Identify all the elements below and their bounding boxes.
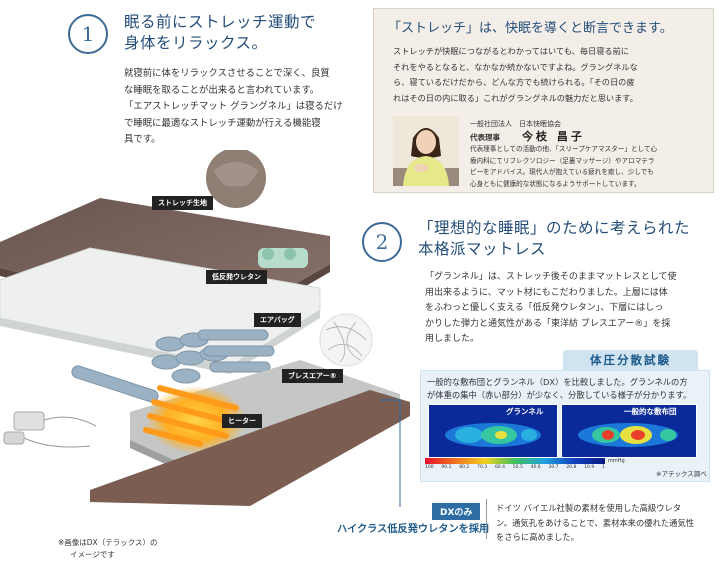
heater-coils (143, 385, 239, 447)
pressure-map-futon (561, 404, 697, 458)
expert-photo (393, 116, 459, 186)
expert-role: 代表理事 (470, 133, 500, 142)
pressure-scale-labels: 100 90.1 80.2 70.3 60.4 50.5 40.6 30.7 2… (425, 465, 605, 470)
dx-description: ドイツ バイエル社製の素材を使用した高級ウレタ ン。通気孔をあけることで、素材本… (496, 503, 695, 542)
pressure-scale-unit: mmHg (608, 458, 625, 464)
controller (13, 411, 45, 431)
pressure-scale-bar (425, 458, 605, 464)
breathair-sample (319, 313, 373, 367)
pressure-map-futon-label: 一般的な敷布団 (624, 407, 677, 416)
airbags (71, 329, 275, 403)
tag-airbag: エアバッグ (254, 313, 301, 327)
dx-divider (486, 499, 487, 539)
dx-caption: ハイクラス低反発ウレタンを採用 (337, 524, 490, 535)
section2-body: 「グランネル」は、ストレッチ後そのままマットレスとして使 用出来るように、マット… (425, 272, 677, 344)
quote-body: ストレッチが快眠につながるとわかってはいても、毎日寝る前に それをやるとなると、… (393, 46, 638, 103)
image-footnote: ※画像はDX（テラックス）の イメージです (58, 538, 158, 559)
tag-heater: ヒーター (222, 414, 262, 428)
section1-number-badge: 1 (68, 14, 108, 54)
tag-breathair: ブレスエアー® (282, 369, 343, 383)
expert-description: 代表理事としての活動の他、「スリープケアマスター」として心 療内科にてリフレクソ… (470, 145, 658, 188)
section1-heading: 眠る前にストレッチ運動で 身体をリラックス。 (124, 13, 317, 52)
section2-number-badge: 2 (362, 222, 402, 262)
quote-title: 「ストレッチ」は、快眠を導くと断言できます。 (388, 21, 673, 36)
pressure-test-title: 体圧分散試験 (590, 353, 671, 367)
mattress-illustration (0, 150, 410, 507)
tag-urethane: 低反発ウレタン (206, 270, 267, 284)
pressure-test-description: 一般的な敷布団とグランネル（DX）を比較しました。グランネルの方 が体重の集中（… (427, 377, 692, 400)
urethane-sample (258, 248, 308, 268)
pressure-map-granel-label: グランネル (506, 407, 544, 416)
pressure-map-granel (428, 404, 558, 458)
dx-pointer-line (380, 399, 401, 507)
section2-heading: 「理想的な睡眠」のために考えられた 本格派マットレス (418, 219, 691, 258)
expert-name: 今枝 昌子 (522, 130, 585, 143)
section1-body: 就寝前に体をリラックスさせることで深く、良質 な睡眠を取ることが出来ると言われて… (124, 68, 343, 145)
pressure-test-source: ※アテックス調べ (656, 470, 707, 478)
dx-only-tag: DXのみ (432, 503, 481, 520)
tag-stretch-fabric: ストレッチ生地 (152, 196, 213, 210)
expert-organization: 一般社団法人 日本快眠協会 (470, 120, 561, 128)
